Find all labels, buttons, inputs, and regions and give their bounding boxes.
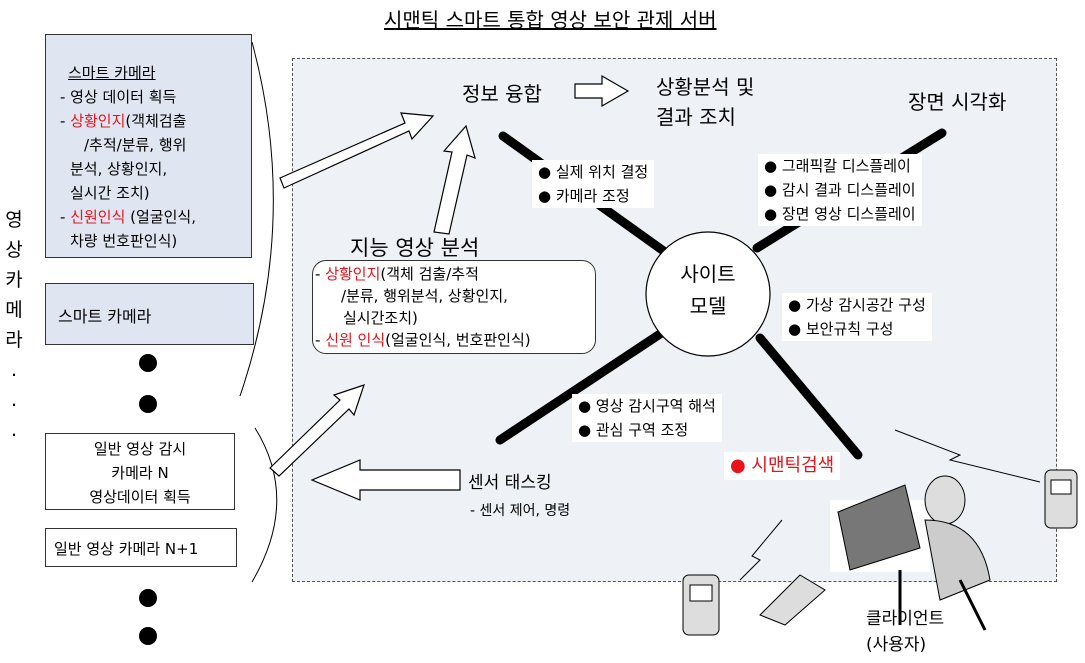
smart-camera-box-1: 스마트 카메라 - 영상 데이터 획득 - 상황인지(객체검출 /추적/분류, … <box>45 34 252 258</box>
text-line: 모델 <box>689 294 727 318</box>
v-char: 카 <box>5 269 23 291</box>
situation-label: 상황분석 및 결과 조치 <box>656 72 754 132</box>
v-char: . <box>10 419 18 441</box>
prefix: - <box>315 265 326 283</box>
scene-visualization-label: 장면 시각화 <box>908 90 1007 114</box>
text: (객체검출 <box>125 112 187 130</box>
v-char: 라 <box>5 329 23 351</box>
text: (얼굴인식, <box>125 208 196 226</box>
general-camera-n-box: 일반 영상 감시 카메라 N 영상데이터 획득 <box>45 433 235 510</box>
general-camera-n1-label: 일반 영상 카메라 N+1 <box>54 540 199 558</box>
text-line: /추적/분류, 행위 <box>84 136 187 154</box>
text-line: - 상황인지(객체검출 <box>60 109 251 133</box>
text-line: 실시간조치) <box>343 309 418 327</box>
text-line: 상황분석 및 <box>656 75 755 99</box>
smart-camera-box-2: 스마트 카메라 <box>45 283 254 345</box>
general-camera-n1-box: 일반 영상 카메라 N+1 <box>45 528 237 567</box>
list-item: ● 영상 감시구역 해석 <box>578 397 716 415</box>
text-line: 영상데이터 획득 <box>89 488 191 506</box>
list-item: ● 실제 위치 결정 <box>538 163 649 181</box>
v-char: 메 <box>5 299 23 321</box>
site-model-label: 사이트 모델 <box>672 258 744 322</box>
text-line: 카메라 N <box>111 464 169 482</box>
site-model-circle <box>645 231 771 357</box>
zone-items: ● 영상 감시구역 해석 ● 관심 구역 조정 <box>572 394 722 442</box>
text-line: 차량 번호판인식) <box>70 232 178 250</box>
text-line: - 신원 인식(얼굴인식, 번호판인식) <box>315 329 595 351</box>
text-line: - 영상 데이터 획득 <box>60 88 177 106</box>
smart-camera-label: 스마트 카메라 <box>58 307 152 326</box>
v-char: 영 <box>5 209 23 231</box>
fusion-items: ● 실제 위치 결정 ● 카메라 조정 <box>532 160 655 208</box>
text-line: (사용자) <box>866 635 927 655</box>
visualization-items: ● 그래픽칼 디스플레이 ● 감시 결과 디스플레이 ● 장면 영상 디스플레이 <box>758 154 922 226</box>
client-label: 클라이언트 (사용자) <box>866 606 944 658</box>
text-line: 실시간 조치) <box>70 184 150 202</box>
text-line: 일반 영상 감시 <box>93 440 187 458</box>
text-line: /분류, 행위분석, 상황인지, <box>341 287 508 305</box>
v-char: . <box>10 359 18 381</box>
highlight: 상황인지 <box>70 112 126 130</box>
text-line: 분석, 상황인지, <box>70 160 168 178</box>
list-item: ● 그래픽칼 디스플레이 <box>764 157 911 175</box>
prefix: - <box>60 208 71 226</box>
prefix: - <box>315 331 326 349</box>
highlight: 신원 인식 <box>325 331 386 349</box>
highlight: 신원인식 <box>70 208 126 226</box>
model-items: ● 가상 감시공간 구성 ● 보안규칙 구성 <box>782 293 932 341</box>
client-figure <box>830 475 991 631</box>
text-line: 클라이언트 <box>866 609 945 629</box>
list-item: ● 장면 영상 디스플레이 <box>764 205 916 223</box>
sensor-tasking-title: 센서 태스킹 <box>468 473 552 493</box>
text: (객체 검출/추적 <box>380 265 479 283</box>
phone-icon <box>682 469 1078 636</box>
ellipsis-dots <box>139 354 157 645</box>
arrows <box>269 74 630 501</box>
info-fusion-label: 정보 융합 <box>462 82 542 106</box>
v-char: 상 <box>5 239 23 261</box>
semantic-search-label: ● 시맨틱검색 <box>724 452 841 480</box>
highlight: 상황인지 <box>325 265 381 283</box>
wireless-signals <box>739 429 1041 581</box>
vision-analysis-box: - 상황인지(객체 검출/추적 /분류, 행위분석, 상황인지, 실시간조치) … <box>312 260 596 354</box>
v-char: . <box>10 389 18 411</box>
list-item: ● 감시 결과 디스플레이 <box>764 181 916 199</box>
text-line: - 상황인지(객체 검출/추적 <box>315 263 595 285</box>
text-line: - 신원인식 (얼굴인식, <box>60 205 251 229</box>
list-item: ● 관심 구역 조정 <box>578 421 689 439</box>
list-item: ● 카메라 조정 <box>538 187 630 205</box>
text-line: 결과 조치 <box>656 105 736 129</box>
prefix: - <box>60 112 71 130</box>
list-item: ● 보안규칙 구성 <box>788 320 894 338</box>
list-item: ● 가상 감시공간 구성 <box>788 296 926 314</box>
vertical-label: 영 상 카 메 라 . . . <box>4 205 24 445</box>
text-line: 사이트 <box>680 262 736 286</box>
text: (얼굴인식, 번호판인식) <box>385 331 531 349</box>
page-title: 시맨틱 스마트 통합 영상 보안 관제 서버 <box>384 8 717 32</box>
smart-camera-title: 스마트 카메라 <box>68 64 156 82</box>
vision-analysis-title: 지능 영상 분석 <box>350 236 480 260</box>
sensor-tasking-sub: - 센서 제어, 명령 <box>470 503 571 519</box>
